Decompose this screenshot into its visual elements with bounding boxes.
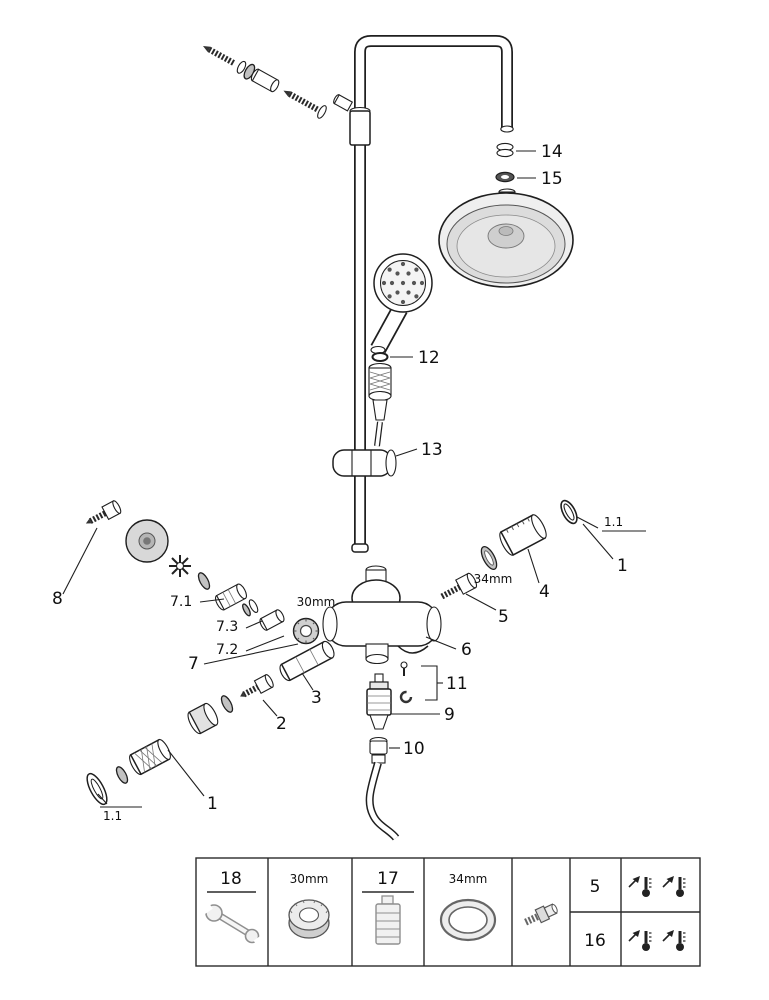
callout-4: 4 [539,582,550,602]
callout-3: 3 [311,688,322,708]
head-shower [438,188,574,288]
callout-7-1: 7.1 [170,594,192,610]
part-3-tube [279,640,335,682]
part-14-nut [496,142,536,158]
washer [220,695,234,713]
wrench-icon [202,903,264,945]
callout-6: 6 [461,640,472,660]
part-9-cartridge [366,673,440,730]
table-cell-17-label: 17 [377,869,399,889]
part-4-union-nut [499,514,547,556]
callout-1-1-right: 1.1 [604,515,623,529]
size-label-30mm: 30mm [297,595,336,609]
callout-1-right: 1 [617,556,628,576]
callout-5: 5 [498,607,509,627]
part-15-washer [495,171,536,183]
table-cell-18-label: 18 [220,869,242,889]
table-cell-5-label: 5 [590,877,601,897]
callout-9: 9 [444,705,455,725]
callout-11: 11 [446,674,468,694]
table-cell-34mm-label: 34mm [449,872,488,886]
cartridge-icon [375,895,401,945]
callout-7: 7 [188,654,199,674]
escutcheon-disc [125,519,169,563]
callout-7-3: 7.3 [216,619,238,635]
riser-pipe [333,35,514,553]
cover-disc [86,772,108,806]
shower-arm-outlet [500,125,514,133]
escutcheon-cup [187,702,219,735]
small-ring [115,766,129,784]
washer-34mm [480,546,498,570]
callout-2: 2 [276,714,287,734]
part-2-fitting [240,674,274,698]
part-7-3-sleeve [259,609,285,631]
rail-end-cap [351,543,369,553]
part-13-slider [332,448,418,477]
size-label-34mm: 34mm [474,572,513,586]
thermometer-arrow-icon [627,874,687,899]
part-11-screw-and-clip [399,661,443,704]
callout-10: 10 [403,739,425,759]
part-5-adapter [440,572,478,600]
hand-shower [370,253,433,355]
callout-12: 12 [418,348,440,368]
ring-1-1-right [560,499,578,525]
part-12-gasket [371,352,413,362]
thermometer-arrow-icon [627,928,687,953]
washer [197,572,211,590]
ring-nut-icon [288,899,330,939]
part-10-connector [369,736,400,755]
star-washer [169,555,191,577]
callout-1-left: 1 [207,794,218,814]
mixer-body [322,565,457,665]
parts-table: 18 30mm 17 34mm [195,857,701,967]
callout-7-2: 7.2 [216,642,238,658]
part-7-1-bushing [214,583,248,611]
nut-30mm [292,617,320,645]
shower-hose [365,754,400,841]
callout-15: 15 [541,169,563,189]
o-ring-icon [439,898,497,942]
part-8-fitting [85,500,122,524]
table-cell-30mm-label: 30mm [290,872,329,886]
mounting-screws [203,46,327,119]
wall-bracket-stub [333,94,354,112]
callout-14: 14 [541,142,563,162]
knurled-cylinder [129,738,171,776]
callout-13: 13 [421,440,443,460]
coupling-icon [524,903,558,926]
check-valve [368,362,392,447]
washer-pair [242,599,259,617]
callout-8: 8 [52,589,63,609]
callout-1-1-left: 1.1 [103,809,122,823]
table-cell-16-label: 16 [584,931,606,951]
